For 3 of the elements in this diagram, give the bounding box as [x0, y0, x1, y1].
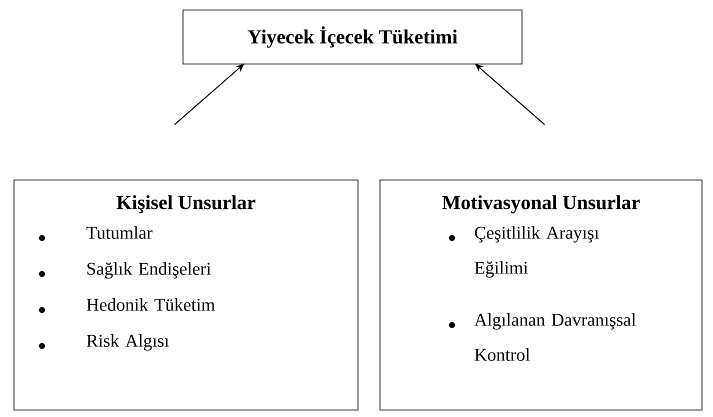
- list-box: Kişisel Unsurlar Tutumlar Sağlık Endişeleri Hedonik Tüketim Risk Algısı: [14, 180, 358, 410]
- list-box: Motivasyonal Unsurlar Çeşitlilik Arayışı Eğilimi Algılanan Davranışsal Kontrol: [380, 180, 702, 410]
- title-box: Yiyecek İçecek Tüketimi: [182, 10, 522, 64]
